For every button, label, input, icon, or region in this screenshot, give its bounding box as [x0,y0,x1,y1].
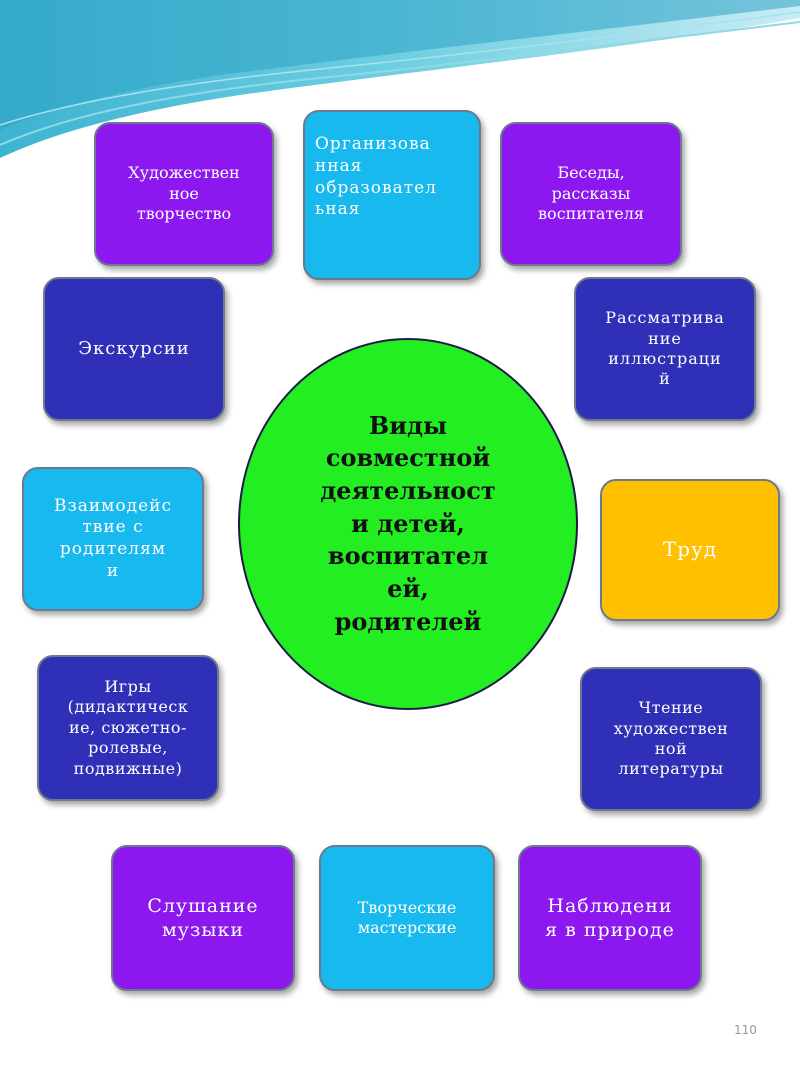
node-labor: Труд [600,479,780,621]
node-organized-label: Организова нная образовател ьная [315,134,437,220]
node-nature-label: Наблюдени я в природе [545,894,675,941]
node-workshops: Творческие мастерские [319,845,495,991]
header-wave-decoration [0,0,800,158]
node-illustrations-label: Рассматрива ние иллюстраци й [605,308,725,389]
node-reading-label: Чтение художествен ной литературы [613,698,729,779]
node-excursions-label: Экскурсии [78,338,190,360]
node-nature: Наблюдени я в природе [518,845,702,991]
node-excursions: Экскурсии [43,277,225,421]
node-art: Художествен ное творчество [94,122,274,266]
node-illustrations: Рассматрива ние иллюстраци й [574,277,756,421]
node-reading: Чтение художествен ной литературы [580,667,762,811]
node-music-label: Слушание музыки [147,894,259,941]
node-talks: Беседы, рассказы воспитателя [500,122,682,266]
node-games-label: Игры (дидактическ ие, сюжетно- ролевые, … [67,676,189,778]
node-talks-label: Беседы, рассказы воспитателя [538,163,644,224]
center-title: Виды совместной деятельност и детей, вос… [320,410,496,636]
center-ellipse: Виды совместной деятельност и детей, вос… [238,338,578,710]
node-labor-label: Труд [662,537,718,562]
page-number: 110 [734,1023,757,1037]
node-music: Слушание музыки [111,845,295,991]
node-parents: Взаимодейс твие с родителям и [22,467,204,611]
node-games: Игры (дидактическ ие, сюжетно- ролевые, … [37,655,219,801]
node-workshops-label: Творческие мастерские [357,897,457,937]
node-organized: Организова нная образовател ьная [303,110,481,280]
node-art-label: Художествен ное творчество [128,163,240,224]
node-parents-label: Взаимодейс твие с родителям и [53,495,173,581]
